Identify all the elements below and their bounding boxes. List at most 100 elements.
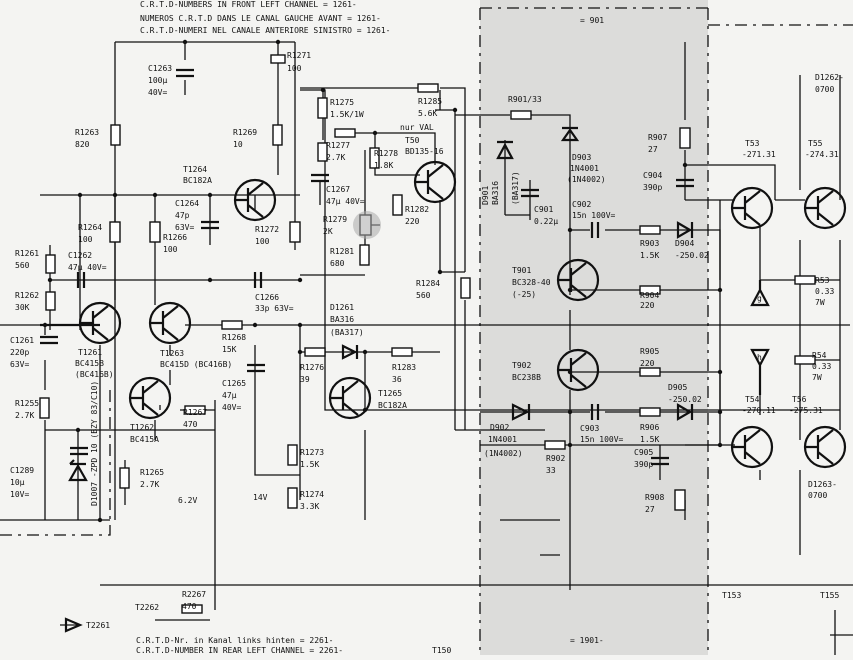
label-t50: T50 — [405, 136, 420, 145]
value-r905: 220 — [640, 359, 655, 368]
footer-note-1: C.R.T.D-Nr. in Kanal links hinten = 2261… — [136, 636, 333, 645]
rating-c1263: 40V= — [148, 88, 167, 97]
value-r1268: 15K — [222, 345, 237, 354]
value-r902: 33 — [546, 466, 556, 475]
label-c1262: C1262 — [68, 251, 92, 260]
value-r1265: 2.7K — [140, 480, 159, 489]
misc-symbols — [40, 211, 770, 633]
label-r1277: R1277 — [326, 141, 350, 150]
value-r908: 27 — [645, 505, 655, 514]
type-d1263: 0700 — [808, 491, 827, 500]
transistors — [78, 160, 847, 469]
shaded-module-901 — [480, 0, 708, 655]
label-t1263: T1263 — [160, 349, 184, 358]
value-c905: 390p — [634, 460, 653, 469]
diodes — [68, 126, 694, 482]
value-c904: 390p — [643, 183, 662, 192]
label-t1261: T1261 — [78, 348, 102, 357]
type-d903: 1N4001 — [570, 164, 599, 173]
label-t2261: T2261 — [86, 621, 110, 630]
value-c1261: 220p — [10, 348, 29, 357]
label-d1261: D1261 — [330, 303, 354, 312]
label-r2267: R2267 — [182, 590, 206, 599]
label-c1263: C1263 — [148, 64, 172, 73]
type-t55: -274.31 — [805, 150, 839, 159]
resistors — [39, 54, 816, 614]
label-r907: R907 — [648, 133, 667, 142]
block-label-1901: = 1901- — [570, 636, 604, 645]
value-r904: 220 — [640, 301, 655, 310]
label-r1261: R1261 — [15, 249, 39, 258]
value-r1276: 39 — [300, 375, 310, 384]
label-c1289: C1289 — [10, 466, 34, 475]
value-r1282: 220 — [405, 217, 420, 226]
label-t54: T54 — [745, 395, 760, 404]
header-note-3: C.R.T.D-NUMERI NEL CANALE ANTERIORE SINI… — [140, 26, 390, 35]
label-r1279: R1279 — [323, 215, 347, 224]
label-c1265: C1265 — [222, 379, 246, 388]
value-r1274: 3.3K — [300, 502, 319, 511]
value-r1266: 100 — [163, 245, 178, 254]
label-c901: C901 — [534, 205, 553, 214]
label-r1265: R1265 — [140, 468, 164, 477]
note-nur-val: nur VAL — [400, 123, 434, 132]
value-c1262: 47µ 40V= — [68, 263, 107, 272]
value-r1284: 560 — [416, 291, 431, 300]
alt-t1261: (BC416B) — [75, 370, 114, 379]
value-r1283: 36 — [392, 375, 402, 384]
type-t53: -271.31 — [742, 150, 776, 159]
label-t1265: T1265 — [378, 389, 402, 398]
value-c1264: 47p — [175, 211, 190, 220]
label-r1275: R1275 — [330, 98, 354, 107]
label-r1282: R1282 — [405, 205, 429, 214]
label-r1272: R1272 — [255, 225, 279, 234]
value-r1277: 2.7K — [326, 153, 345, 162]
label-r904: R904 — [640, 291, 659, 300]
value-c1289: 10µ — [10, 478, 25, 487]
value-c1263: 100µ — [148, 76, 167, 85]
label-c1267: C1267 — [326, 185, 350, 194]
value-r1261: 560 — [15, 261, 30, 270]
rating-r53: 7W — [815, 298, 825, 307]
value-r1271: 100 — [287, 64, 302, 73]
type-t1264: BC182A — [183, 176, 212, 185]
value-r1262: 30K — [15, 303, 30, 312]
label-r902: R902 — [546, 454, 565, 463]
label-r1278: R1278 — [374, 149, 398, 158]
label-d1262: D1262- — [815, 73, 844, 82]
label-r1263: R1263 — [75, 128, 99, 137]
value-r1285: 5.6K — [418, 109, 437, 118]
type-d904: -250.02 — [675, 251, 709, 260]
label-r901: R901/33 — [508, 95, 542, 104]
label-r908: R908 — [645, 493, 664, 502]
block-label-t153: T153 — [722, 591, 741, 600]
label-d904: D904 — [675, 239, 694, 248]
label-node-h: h — [757, 353, 762, 362]
type-d1261: BA316 — [330, 315, 354, 324]
header-note-1: C.R.T.D-NUMBERS IN FRONT LEFT CHANNEL = … — [140, 0, 357, 9]
capacitors — [40, 68, 694, 466]
label-r1276: R1276 — [300, 363, 324, 372]
label-d1263: D1263- — [808, 480, 837, 489]
type-t1265: BC182A — [378, 401, 407, 410]
value-r906: 1.5K — [640, 435, 659, 444]
label-r906: R906 — [640, 423, 659, 432]
footer-note-2: C.R.T.D-NUMBER IN REAR LEFT CHANNEL = 22… — [136, 646, 343, 655]
label-r905: R905 — [640, 347, 659, 356]
alt-t901: (-25) — [512, 290, 536, 299]
type-t902: BC238B — [512, 373, 541, 382]
type-d902: 1N4001 — [488, 435, 517, 444]
label-r903: R903 — [640, 239, 659, 248]
type-d1262: 0700 — [815, 85, 834, 94]
rating-r54: 7W — [812, 373, 822, 382]
voltage-6v2: 6.2V — [178, 496, 197, 505]
type-t1263: BC415D (BC416B) — [160, 360, 232, 369]
value-r1273: 1.5K — [300, 460, 319, 469]
type-t50: BD135-16 — [405, 147, 444, 156]
label-t1264: T1264 — [183, 165, 207, 174]
label-r1273: R1273 — [300, 448, 324, 457]
block-label-901: = 901 — [580, 16, 604, 25]
value-r53: 0.33 — [815, 287, 834, 296]
label-d901: D901 — [481, 186, 490, 205]
label-d905: D905 — [668, 383, 687, 392]
